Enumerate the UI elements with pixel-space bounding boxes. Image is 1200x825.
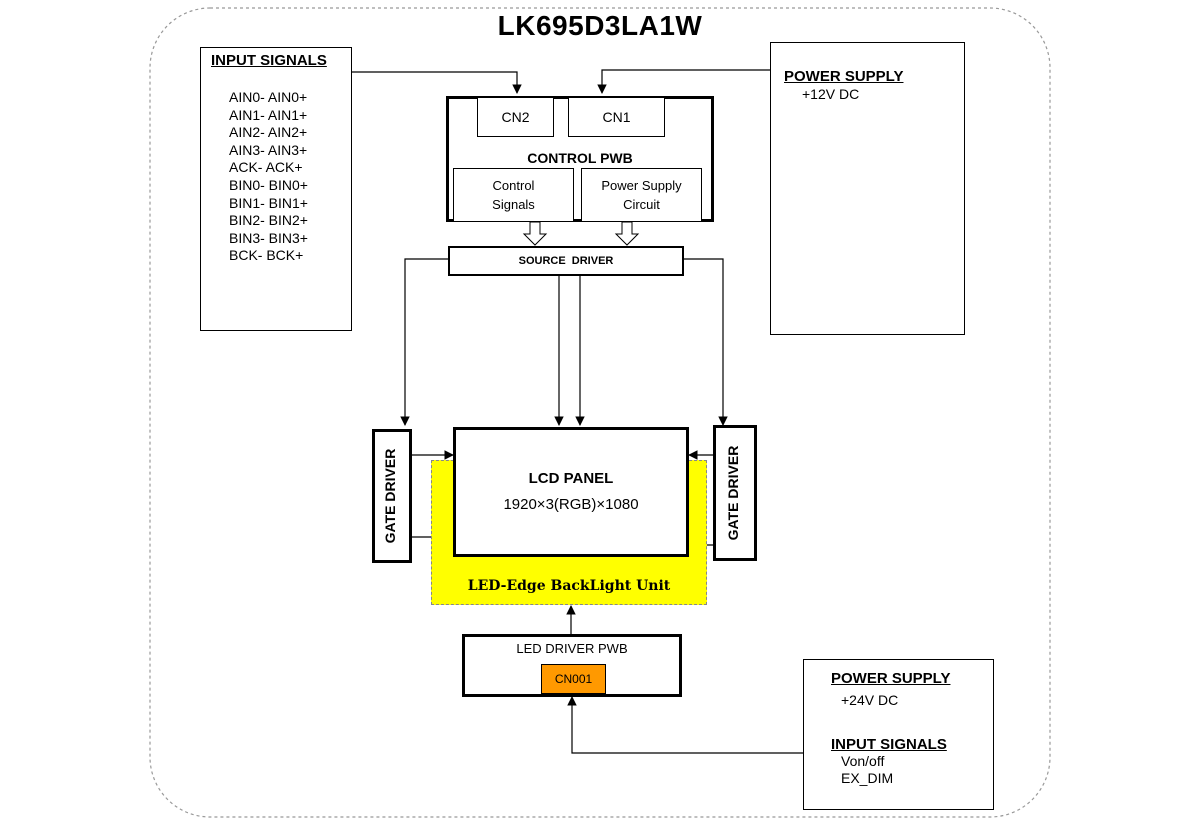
cn2-label: CN2: [501, 109, 530, 125]
power-supply-top-heading: POWER SUPPLY: [784, 68, 904, 85]
input-signal-item: BCK- BCK+: [229, 247, 304, 264]
input-signal-item: ACK- ACK+: [229, 159, 303, 176]
power-supply-bottom-box: [803, 659, 994, 810]
input-signals-heading: INPUT SIGNALS: [211, 52, 327, 69]
bottom-input-signal-item: EX_DIM: [841, 770, 894, 786]
lcd-panel-label: LCD PANEL: [528, 470, 614, 487]
cn2-connector: CN2: [477, 97, 554, 137]
power-supply-bottom-value: +24V DC: [841, 692, 899, 708]
source-driver-box: SOURCE DRIVER: [448, 246, 684, 276]
control-signals-line2: Signals: [492, 197, 535, 212]
led-backlight-label: LED-Edge BackLight Unit: [467, 578, 671, 594]
gate-driver-left-box: [372, 429, 412, 563]
cn1-connector: CN1: [568, 97, 665, 137]
diagram-title: LK695D3LA1W: [497, 10, 703, 41]
input-signal-item: AIN3- AIN3+: [229, 141, 308, 158]
gate-driver-right-label: GATE DRIVER: [725, 445, 741, 541]
input-signal-item: AIN0- AIN0+: [229, 89, 308, 105]
lcd-panel-resolution: 1920×3(RGB)×1080: [503, 496, 639, 513]
power-supply-circuit-line2: Circuit: [623, 197, 660, 212]
lcd-panel-box: [453, 427, 689, 557]
input-signal-list: AIN0- AIN0+ AIN1- AIN1+ AIN2- AIN2+ AIN3…: [229, 89, 308, 265]
input-signal-item: BIN0- BIN0+: [229, 176, 308, 193]
input-signal-item: BIN1- BIN1+: [229, 194, 308, 211]
cn001-label: CN001: [554, 672, 593, 686]
input-signal-item: AIN2- AIN2+: [229, 124, 308, 141]
input-signals-box: [200, 47, 352, 331]
led-driver-pwb-label: LED DRIVER PWB: [516, 641, 628, 656]
cn001-connector: CN001: [541, 664, 606, 694]
input-signal-item: AIN1- AIN1+: [229, 106, 308, 123]
gate-driver-right-box: [713, 425, 757, 561]
bottom-input-signal-item: Von/off: [841, 753, 885, 769]
gate-driver-left-label: GATE DRIVER: [382, 448, 398, 544]
power-supply-circuit-block: Power Supply Circuit: [581, 168, 702, 222]
control-signals-line1: Control: [492, 178, 535, 193]
bottom-input-signal-list: Von/off EX_DIM: [841, 753, 893, 787]
input-signal-item: BIN2- BIN2+: [229, 212, 308, 229]
power-supply-top-box: [770, 42, 965, 335]
power-supply-circuit-line1: Power Supply: [601, 178, 682, 193]
input-signal-item: BIN3- BIN3+: [229, 229, 308, 246]
control-pwb-label: CONTROL PWB: [527, 150, 633, 166]
power-supply-bottom-heading: POWER SUPPLY: [831, 670, 951, 687]
power-supply-top-value: +12V DC: [802, 86, 860, 102]
source-driver-label: SOURCE DRIVER: [518, 255, 614, 267]
outer-frame: [149, 7, 1051, 818]
cn1-label: CN1: [602, 109, 631, 125]
control-signals-block: Control Signals: [453, 168, 574, 222]
hollow-arrow-power: [614, 221, 640, 246]
hollow-arrow-control: [522, 221, 548, 246]
bottom-input-signals-heading: INPUT SIGNALS: [831, 736, 947, 753]
